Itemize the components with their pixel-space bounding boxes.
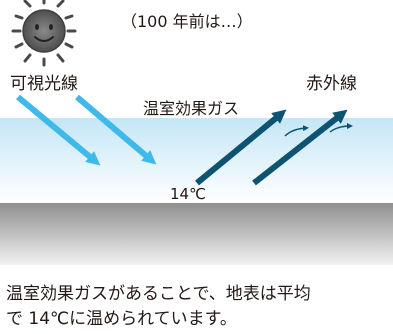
sun-icon [11,0,77,67]
greenhouse-diagram [0,0,393,265]
atmosphere-band [0,118,393,203]
greenhouse-gas-label: 温室効果ガス [143,99,240,118]
visible-light-arrow-1 [16,94,101,166]
visible-light-label: 可視光線 [10,74,78,94]
infrared-label: 赤外線 [306,74,357,94]
caption-line-2: で 14℃に温められています。 [6,309,237,329]
infrared-escape-arrow-1 [284,125,309,137]
caption: 温室効果ガスがあることで、地表は平均 で 14℃に温められています。 [6,282,390,332]
infrared-arrow-2 [252,109,348,186]
surface-temperature-label: 14℃ [170,185,206,203]
caption-line-1: 温室効果ガスがあることで、地表は平均 [6,284,311,304]
visible-light-arrow-2 [75,94,157,165]
header-note: （100 年前は…） [121,12,253,31]
infrared-arrow-1 [195,109,287,186]
infrared-escape-arrow-2 [329,123,353,133]
ground-surface [0,203,393,265]
